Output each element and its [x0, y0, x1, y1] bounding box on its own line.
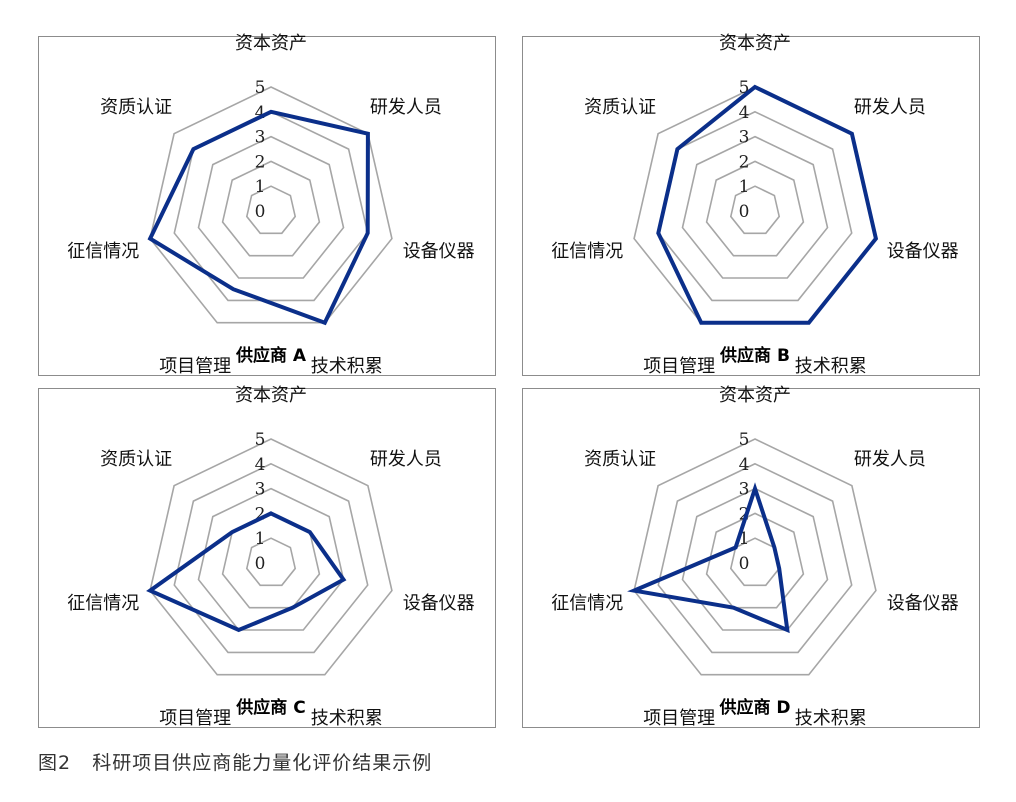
tick-label-3: 3 [255, 128, 266, 148]
grid-ring-2 [221, 160, 321, 257]
chart-title-b: 供应商 B [719, 345, 790, 366]
grid-ring-3 [197, 487, 345, 631]
tick-label-4: 4 [739, 103, 750, 123]
tick-label-2: 2 [255, 504, 266, 524]
axis-label-4: 技术积累 [795, 708, 867, 729]
tick-label-5: 5 [255, 78, 266, 98]
axis-label-4: 技术积累 [311, 356, 383, 377]
axis-label-2: 研发人员 [854, 97, 926, 118]
tick-label-0: 0 [739, 202, 750, 222]
radar-panel-a: 0 1 2 3 4 5 资本资产研发人员设备仪器技术积累 项目管理 征信情况 资质认证供应商 A [38, 33, 496, 377]
series-line-b [656, 84, 879, 325]
grid-ring-5 [149, 86, 393, 324]
axis-label-1: 资本资产 [235, 385, 307, 406]
tick-label-0: 0 [255, 554, 266, 574]
radar-panel-d: 0 1 2 3 4 5 资本资产研发人员设备仪器技术积累 项目管理 征信情况 资质认证供应商 D [522, 385, 980, 729]
grid-ring-4 [173, 462, 369, 654]
axis-label-3: 设备仪器 [887, 593, 959, 614]
axis-label-3: 设备仪器 [403, 593, 475, 614]
grid-ring-5 [633, 86, 877, 324]
axis-label-5: 项目管理 [643, 708, 715, 729]
axis-label-4: 技术积累 [311, 708, 383, 729]
tick-label-2: 2 [739, 504, 750, 524]
axis-label-5: 项目管理 [159, 708, 231, 729]
tick-label-4: 4 [739, 455, 750, 475]
grid-ring-4 [173, 110, 369, 302]
axis-label-3: 设备仪器 [887, 241, 959, 262]
axis-label-3: 设备仪器 [403, 241, 475, 262]
tick-label-4: 4 [255, 455, 266, 475]
axis-label-6: 征信情况 [67, 593, 139, 614]
tick-label-5: 5 [739, 78, 750, 98]
chart-title-a: 供应商 A [235, 345, 307, 366]
tick-label-0: 0 [255, 202, 266, 222]
tick-label-1: 1 [739, 177, 750, 197]
axis-label-1: 资本资产 [719, 385, 791, 406]
grid-ring-2 [705, 160, 805, 257]
axis-label-5: 项目管理 [643, 356, 715, 377]
grid-ring-2 [705, 512, 805, 609]
axis-label-2: 研发人员 [370, 97, 442, 118]
radar-panel-b: 0 1 2 3 4 5 资本资产研发人员设备仪器技术积累 项目管理 征信情况 资质认证供应商 B [522, 33, 980, 377]
axis-label-2: 研发人员 [854, 449, 926, 470]
axis-label-7: 资质认证 [100, 97, 172, 118]
tick-label-1: 1 [255, 529, 266, 549]
tick-label-3: 3 [255, 480, 266, 500]
tick-label-1: 1 [739, 529, 750, 549]
axis-label-6: 征信情况 [67, 241, 139, 262]
series-line-a [147, 109, 370, 326]
tick-label-5: 5 [255, 430, 266, 450]
axis-label-2: 研发人员 [370, 449, 442, 470]
grid-ring-5 [633, 438, 877, 676]
tick-label-1: 1 [255, 177, 266, 197]
axis-label-7: 资质认证 [584, 449, 656, 470]
tick-label-4: 4 [255, 103, 266, 123]
grid-ring-1 [245, 537, 297, 587]
chart-title-d: 供应商 D [718, 697, 790, 718]
grid-ring-3 [681, 135, 829, 279]
series-line-d [627, 482, 790, 634]
tick-label-3: 3 [739, 480, 750, 500]
tick-label-3: 3 [739, 128, 750, 148]
figure-caption: 图2 科研项目供应商能力量化评价结果示例 [38, 752, 433, 774]
axis-label-6: 征信情况 [551, 593, 623, 614]
axis-label-4: 技术积累 [795, 356, 867, 377]
axis-label-6: 征信情况 [551, 241, 623, 262]
axis-label-7: 资质认证 [100, 449, 172, 470]
tick-label-2: 2 [255, 152, 266, 172]
axis-label-5: 项目管理 [159, 356, 231, 377]
grid-ring-3 [197, 135, 345, 279]
grid-ring-5 [149, 438, 393, 676]
axis-label-7: 资质认证 [584, 97, 656, 118]
tick-label-5: 5 [739, 430, 750, 450]
grid-ring-2 [221, 512, 321, 609]
grid-ring-1 [245, 185, 297, 235]
series-line-c [146, 511, 347, 633]
grid-ring-1 [729, 185, 781, 235]
grid-ring-3 [681, 487, 829, 631]
tick-label-2: 2 [739, 152, 750, 172]
tick-label-0: 0 [739, 554, 750, 574]
axis-label-1: 资本资产 [235, 33, 307, 54]
grid-ring-4 [657, 462, 853, 654]
axis-label-1: 资本资产 [719, 33, 791, 54]
chart-title-c: 供应商 C [235, 697, 305, 718]
radar-panel-c: 0 1 2 3 4 5 资本资产研发人员设备仪器技术积累 项目管理 征信情况 资质认证供应商 C [38, 385, 496, 729]
